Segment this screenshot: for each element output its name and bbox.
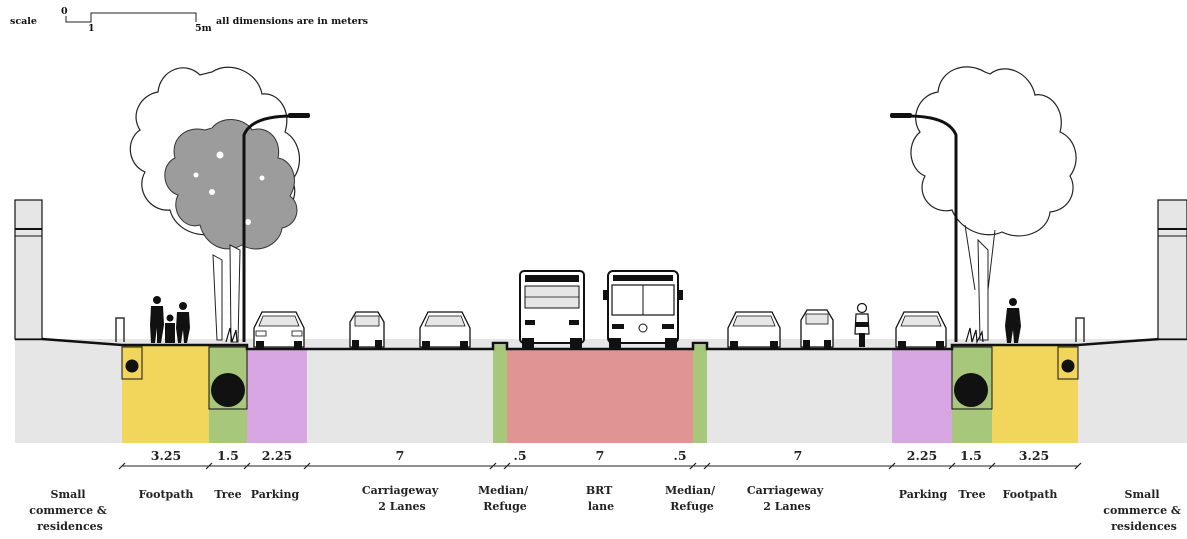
scale-five: 5m — [195, 23, 212, 34]
scale-header: scale 0 1 5m all dimensions are in meter… — [10, 6, 368, 34]
motorcyclist-icon — [854, 302, 870, 347]
dim-brt: 7 — [596, 448, 605, 463]
dim-left-tree: 1.5 — [217, 448, 239, 463]
scale-bar — [65, 12, 197, 23]
car-right-lane1-icon — [727, 311, 781, 348]
van-left-lane1-icon — [349, 311, 385, 348]
bollard-left-icon — [115, 317, 125, 342]
label-right-parking: Parking — [899, 488, 948, 501]
dim-right-tree: 1.5 — [960, 448, 982, 463]
drain-pipe-right-icon — [1061, 359, 1075, 373]
zone-right-parking — [892, 349, 952, 443]
car-left-parking-icon — [253, 311, 305, 348]
dim-left-parking: 2.25 — [262, 448, 292, 463]
label-left-median: Median/ Refuge — [478, 484, 532, 513]
bus-rear-icon — [519, 270, 585, 348]
label-left-parking: Parking — [251, 488, 300, 501]
label-right-footpath: Footpath — [1003, 488, 1058, 501]
utility-box-left — [121, 346, 143, 380]
bus-front-icon — [603, 270, 683, 348]
car-left-lane2-icon — [419, 311, 471, 348]
zone-labels: Small commerce & residences Footpath Tre… — [29, 484, 1184, 533]
zone-left-parking — [247, 349, 307, 443]
label-right-median: Median/ Refuge — [665, 484, 719, 513]
dimension-line — [118, 462, 1082, 470]
label-right-carriageway: Carriageway 2 Lanes — [747, 484, 827, 513]
dim-right-carriageway: 7 — [794, 448, 803, 463]
van-right-lane2-icon — [800, 309, 834, 348]
label-left-edge: Small commerce & residences — [29, 488, 110, 533]
street-light-right-icon — [890, 113, 958, 342]
label-right-edge: Small commerce & residences — [1103, 488, 1184, 533]
tree-pit-right — [951, 346, 993, 410]
scale-zero: 0 — [61, 6, 68, 17]
utilities — [121, 346, 1079, 410]
label-left-footpath: Footpath — [139, 488, 194, 501]
plant-right-icon — [965, 327, 984, 345]
zone-left-median — [493, 345, 507, 443]
bollard-right-icon — [1075, 317, 1085, 342]
drain-pipe-left-icon — [125, 359, 139, 373]
label-right-tree: Tree — [958, 488, 985, 501]
building-right — [1157, 199, 1187, 340]
dim-left-median: .5 — [513, 448, 526, 463]
ground-section — [15, 339, 1187, 443]
dimensions-note: all dimensions are in meters — [216, 16, 368, 27]
dim-left-carriageway: 7 — [396, 448, 405, 463]
zone-brt-lane — [507, 349, 693, 443]
root-ball-right-icon — [954, 373, 988, 407]
tree-left-icon — [129, 66, 301, 343]
pedestrians-left-icon — [150, 296, 190, 343]
dim-left-footpath: 3.25 — [151, 448, 181, 463]
scale-one: 1 — [88, 23, 95, 34]
tree-pit-left — [208, 346, 248, 410]
car-right-parking-icon — [895, 311, 947, 348]
dim-right-median: .5 — [673, 448, 686, 463]
dimension-values: 3.25 1.5 2.25 7 .5 7 .5 7 2.25 1.5 3.25 — [151, 448, 1049, 463]
label-brt: BRT lane — [586, 484, 616, 513]
zone-left-footpath — [122, 345, 209, 443]
root-ball-left-icon — [211, 373, 245, 407]
tree-right-icon — [910, 66, 1077, 341]
ground-profile-line — [15, 337, 1187, 351]
pedestrian-right-icon — [1005, 298, 1021, 343]
dim-right-footpath: 3.25 — [1019, 448, 1049, 463]
zone-right-footpath — [992, 345, 1078, 443]
street-light-left-icon — [242, 113, 310, 342]
label-left-carriageway: Carriageway 2 Lanes — [362, 484, 442, 513]
scale-label: scale — [10, 16, 37, 27]
utility-box-right — [1057, 346, 1079, 380]
plant-left-icon — [225, 327, 238, 343]
label-left-tree: Tree — [214, 488, 241, 501]
zone-right-median — [693, 345, 707, 443]
building-left — [14, 199, 43, 340]
dim-right-parking: 2.25 — [907, 448, 937, 463]
